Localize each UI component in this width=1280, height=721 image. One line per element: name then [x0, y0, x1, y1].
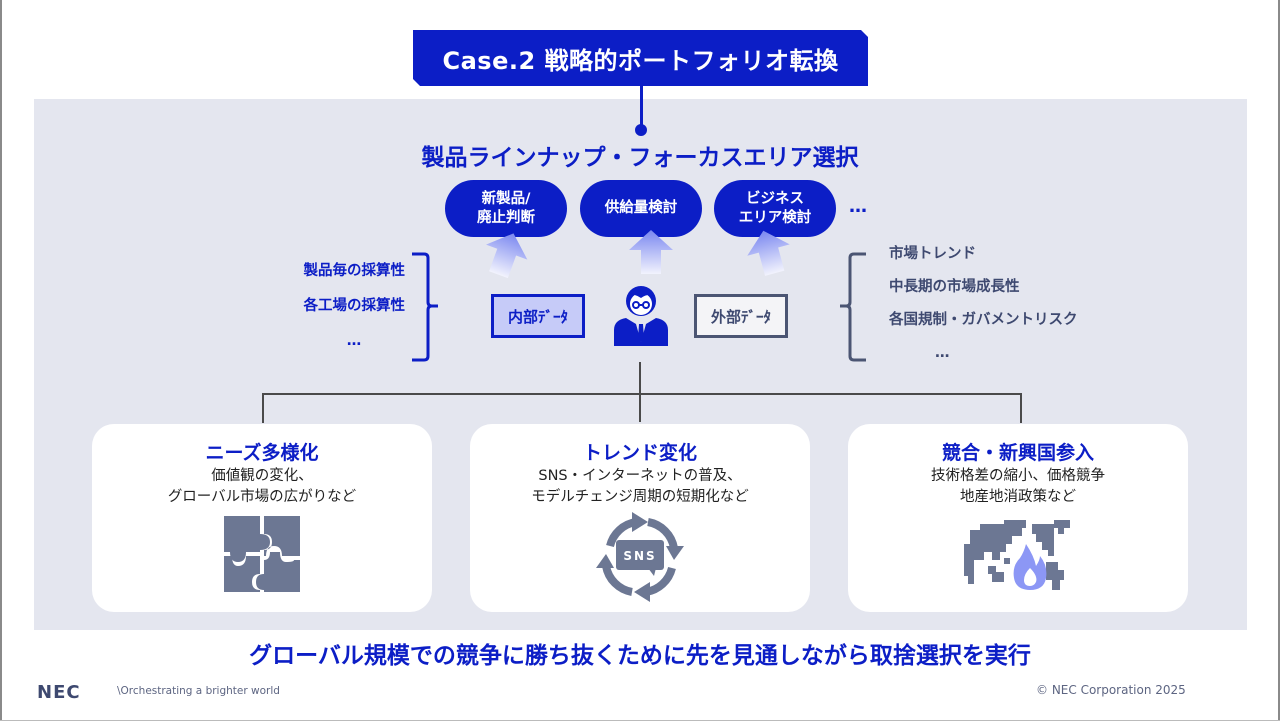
section-title: 製品ラインナップ・フォーカスエリア選択: [421, 145, 859, 171]
footer-copyright: © NEC Corporation 2025: [1036, 683, 1186, 697]
connector-line: [639, 362, 641, 422]
up-arrow-icon: [747, 230, 790, 276]
sns-icon-text: SNS: [623, 549, 656, 563]
analyst-person-icon: [614, 286, 668, 346]
nec-logo: NEC: [37, 682, 81, 703]
decision-pill-new-product: 新製品/ 廃止判断: [445, 180, 567, 237]
external-data-item: 各国規制・ガバメントリスク: [889, 312, 1078, 328]
title-connector-dot: [635, 124, 647, 136]
up-arrow-icon: [486, 233, 528, 279]
card-title: トレンド変化: [582, 442, 697, 464]
external-data-item: 中長期の市場成長性: [889, 279, 1020, 295]
external-data-more: …: [935, 345, 952, 361]
external-data-item: 市場トレンド: [889, 246, 976, 262]
decision-pill-line: エリア検討: [738, 209, 812, 226]
card-title: ニーズ多様化: [205, 442, 319, 464]
decision-pill-supply: 供給量検討: [580, 180, 702, 237]
connector-line: [262, 393, 1022, 395]
card-desc: SNS・インターネットの普及、: [538, 468, 742, 484]
connector-line: [262, 393, 264, 423]
frame-border-left: [0, 0, 2, 721]
right-brace-icon: [412, 252, 438, 362]
decision-pill-business-area: ビジネス エリア検討: [714, 180, 836, 237]
factor-card-needs: ニーズ多様化 価値観の変化、 グローバル市場の広がりなど: [92, 424, 432, 612]
card-desc: 技術格差の縮小、価格競争: [931, 468, 1105, 484]
internal-data-list: 製品毎の採算性 各工場の採算性 …: [260, 259, 406, 364]
title-connector-line: [640, 86, 643, 128]
case-title-text: Case.2 戦略的ポートフォリオ転換: [442, 46, 839, 75]
decision-pill-line: ビジネス: [746, 190, 804, 207]
internal-data-box: 内部ﾃﾞｰﾀ: [491, 294, 585, 338]
card-title: 競合・新興国参入: [941, 442, 1094, 464]
decision-pill-line: 廃止判断: [477, 209, 535, 226]
card-desc: 価値観の変化、: [211, 468, 313, 484]
decision-more-ellipsis: …: [849, 196, 868, 217]
internal-data-item: 各工場の採算性: [303, 298, 406, 314]
decision-pill-line: 新製品/: [481, 190, 531, 207]
internal-data-more: …: [346, 333, 364, 349]
card-desc: 地産地消政策など: [960, 489, 1076, 505]
footer-tagline: \Orchestrating a brighter world: [117, 685, 280, 697]
connector-line: [1020, 393, 1022, 423]
card-desc: モデルチェンジ周期の短期化など: [531, 489, 749, 505]
card-desc: グローバル市場の広がりなど: [167, 489, 357, 505]
up-arrow-icon: [629, 230, 673, 274]
sns-cycle-icon: SNS: [596, 512, 684, 602]
factor-card-trend: トレンド変化 SNS・インターネットの普及、 モデルチェンジ周期の短期化など S…: [470, 424, 810, 612]
bottom-message: グローバル規模での競争に勝ち抜くために先を見通しながら取捨選択を実行: [249, 643, 1031, 669]
internal-data-item: 製品毎の採算性: [303, 263, 406, 279]
puzzle-icon: [224, 516, 300, 592]
left-brace-icon: [840, 252, 866, 362]
external-data-list: 市場トレンド 中長期の市場成長性 各国規制・ガバメントリスク …: [889, 240, 1119, 372]
case-title: Case.2 戦略的ポートフォリオ転換: [413, 30, 868, 86]
external-data-box: 外部ﾃﾞｰﾀ: [694, 294, 788, 338]
world-map-fire-icon: [964, 520, 1070, 590]
frame-border-right: [1278, 0, 1280, 721]
decision-pill-line: 供給量検討: [604, 200, 678, 216]
factor-card-competition: 競合・新興国参入 技術格差の縮小、価格競争 地産地消政策など: [848, 424, 1188, 612]
